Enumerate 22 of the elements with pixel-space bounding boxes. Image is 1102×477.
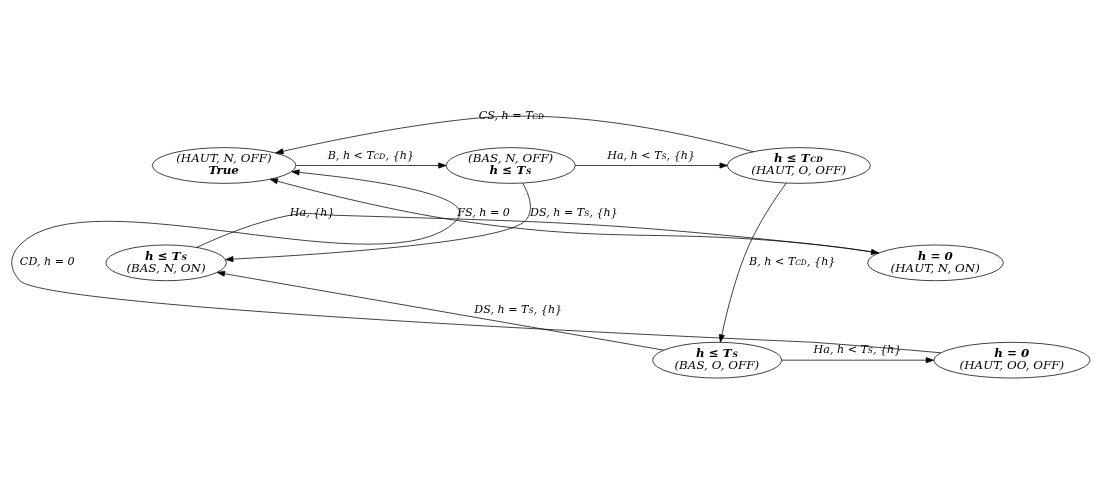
edge-label: B, h < TCD, {h} [749, 254, 836, 268]
arrow [269, 178, 880, 254]
edge-label: B, h < TCD, {h} [327, 148, 414, 162]
edge-label: CD, h = 0 [19, 254, 75, 268]
edge-label: FS, h = 0 [457, 206, 510, 220]
arrow [275, 115, 754, 155]
arrow [781, 357, 934, 364]
node-ellipse: h ≤ TCD (HAUT, O, OFF) [726, 147, 871, 184]
node-ellipse: h = 0 (HAUT, OO, OFF) [933, 341, 1091, 379]
edge-label: DS, h = TS, {h} [474, 303, 563, 317]
arrow [216, 270, 665, 351]
arrow [295, 162, 447, 169]
edge-label: Ha, h < TS, {h} [607, 148, 696, 162]
edge-label: Ha, h < TS, {h} [813, 343, 902, 357]
arrow [575, 162, 728, 169]
node-ellipse: (BAS, N, OFF) h ≤ TS [445, 147, 576, 184]
arrow [196, 213, 880, 255]
node-ellipse: h ≤ TS (BAS, O, OFF) [652, 341, 783, 379]
arrow [718, 182, 787, 343]
edge-label: DS, h = TS, {h} [530, 206, 618, 220]
arrow [225, 182, 531, 263]
arrow [11, 169, 942, 354]
